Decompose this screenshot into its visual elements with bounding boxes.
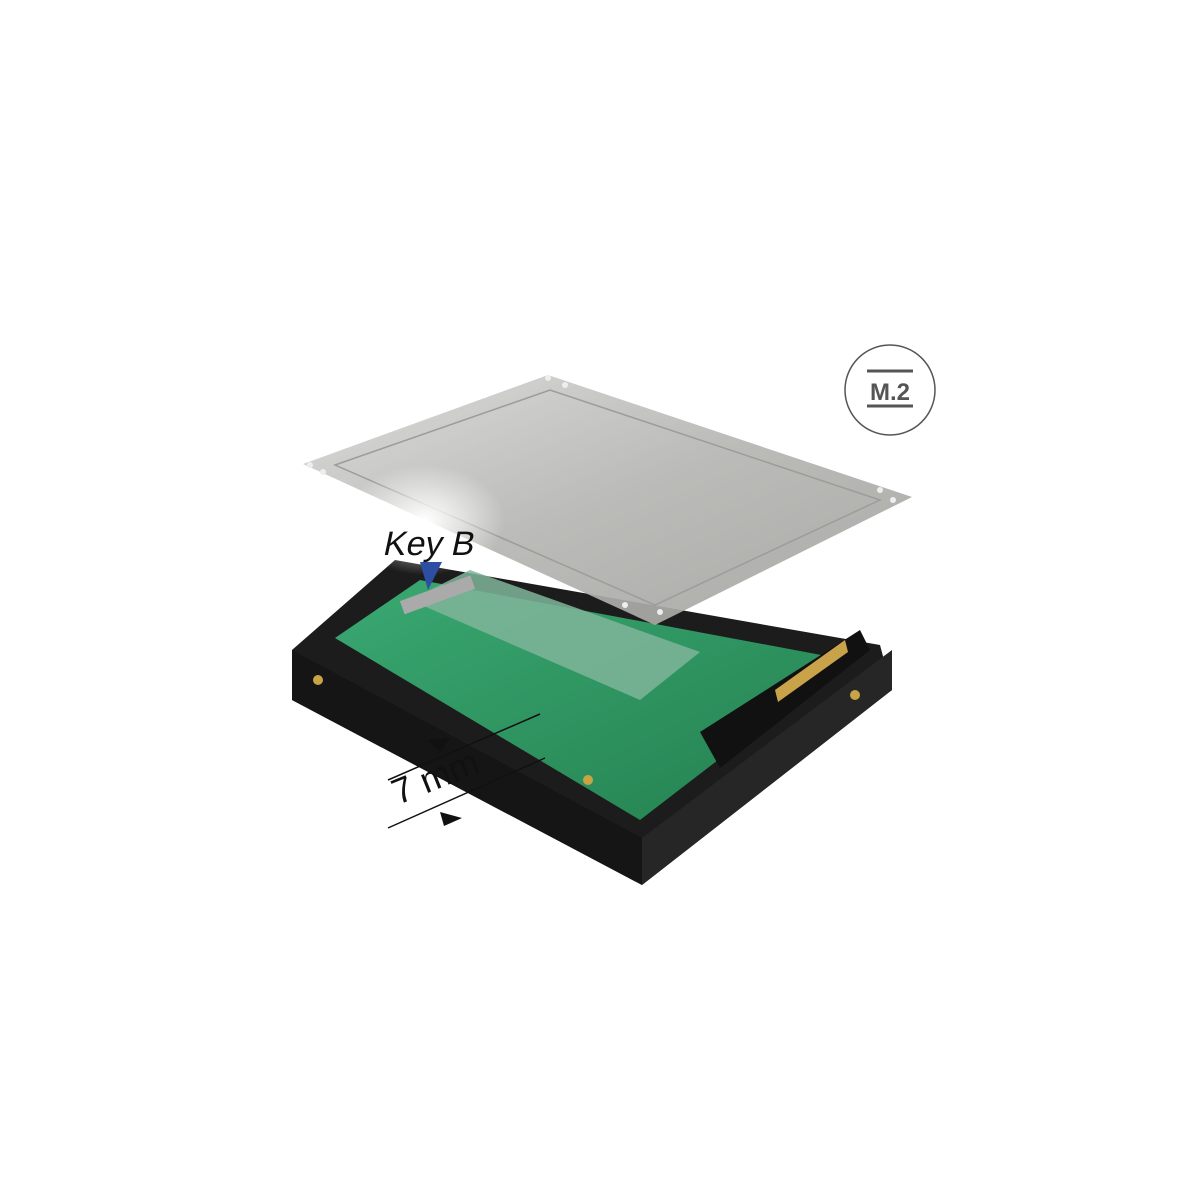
pcb-board (335, 580, 848, 820)
arrow-down-icon (428, 738, 450, 752)
case-right-wall (642, 650, 892, 885)
sata-pins (775, 640, 848, 702)
m2-badge-label: M.2 (870, 379, 910, 406)
arrow-up-icon (440, 812, 462, 826)
m2-connector (399, 575, 476, 615)
case-front-wall (292, 650, 642, 885)
screw-hole-icon (313, 675, 323, 685)
screw-hole-icon (850, 690, 860, 700)
screw-hole-icon (583, 775, 593, 785)
key-arrow-icon (420, 562, 442, 590)
label-glow (345, 465, 505, 575)
metal-lid (303, 375, 912, 625)
m2-badge: M.2 (844, 344, 936, 436)
m2-ssd-module (410, 570, 700, 700)
key-b-label: Key B (380, 525, 479, 563)
enclosure (292, 560, 892, 885)
